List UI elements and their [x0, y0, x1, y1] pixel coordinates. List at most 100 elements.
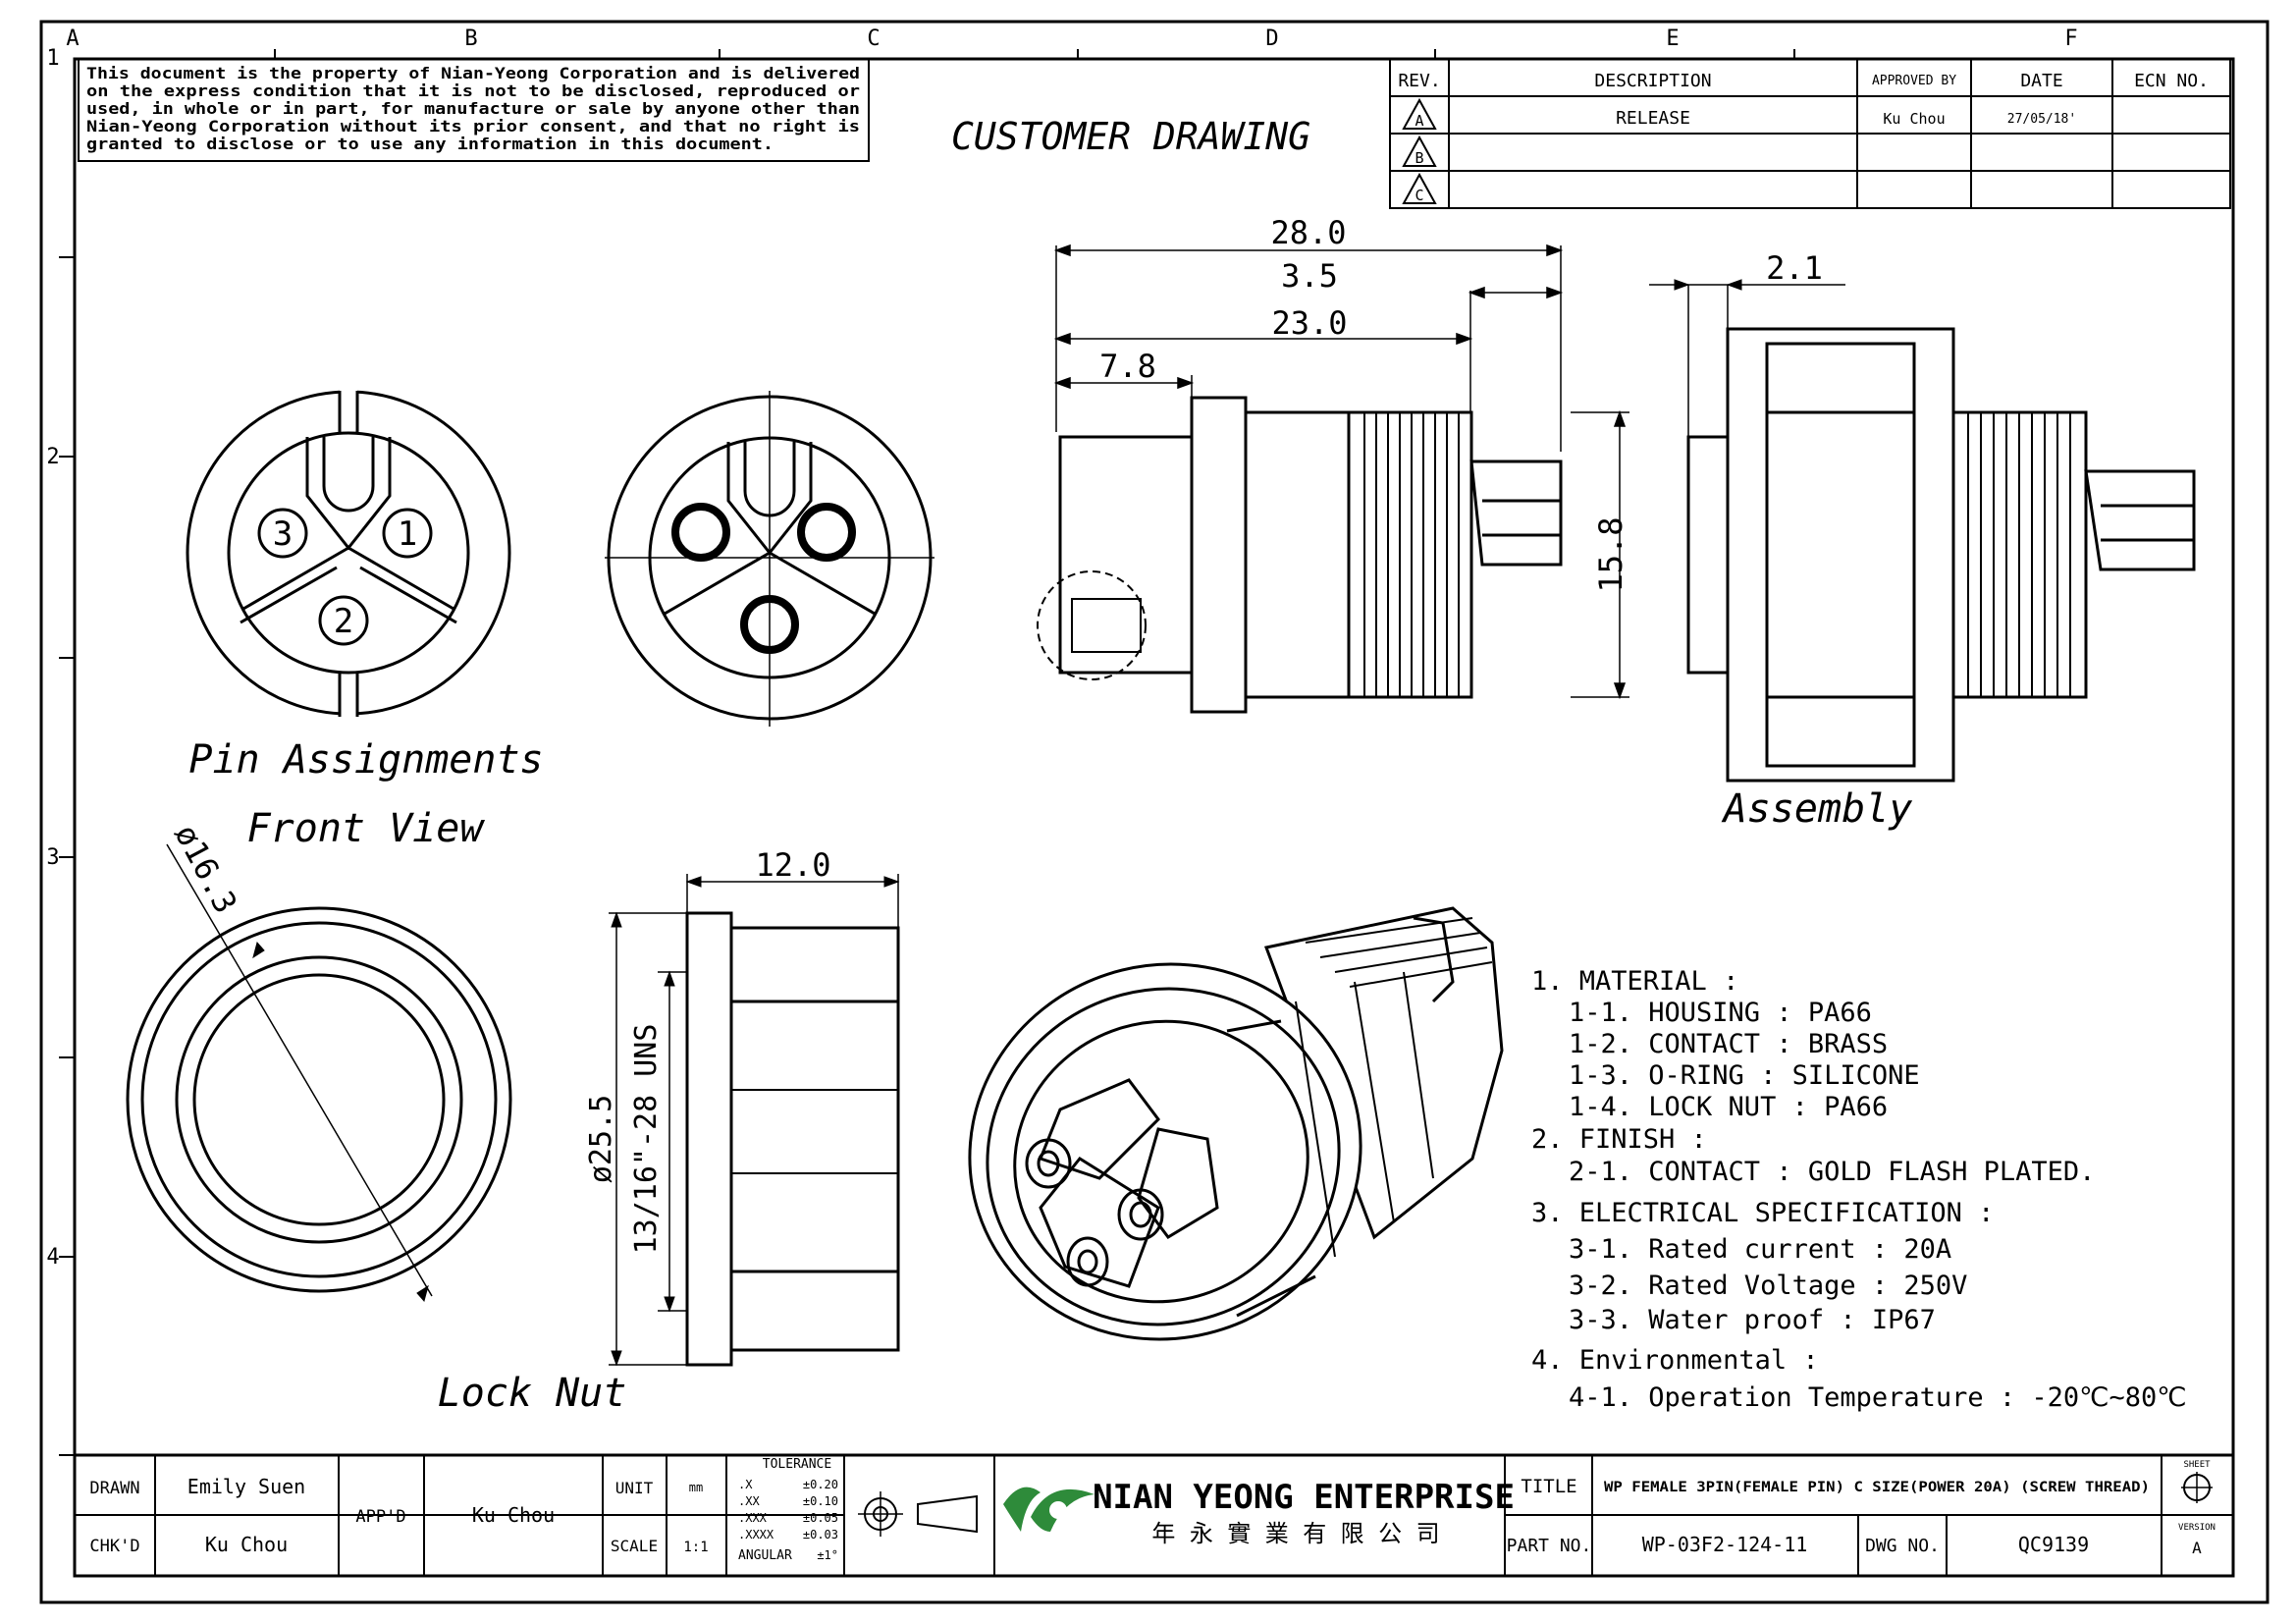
isometric-view	[968, 906, 1504, 1341]
approved-by-header: APPROVED BY	[1872, 74, 1956, 88]
zone-letter-d: D	[1265, 27, 1278, 51]
zone-number-3: 3	[46, 845, 59, 870]
pin-assignments-view	[186, 389, 511, 719]
version-label: VERSION	[2178, 1523, 2216, 1533]
pin-number-2: 2	[334, 602, 353, 641]
dim-dia-25-5: ø25.5	[584, 1095, 618, 1183]
unit-label: UNIT	[615, 1479, 654, 1497]
zone-letter-a: A	[66, 27, 79, 51]
note-environmental: 4. Environmental :	[1531, 1345, 1819, 1376]
drawing-heading: CUSTOMER DRAWING	[951, 115, 1310, 158]
tolerance-x: .X	[738, 1478, 753, 1491]
confidentiality-notice: This document is the property of Nian-Ye…	[78, 58, 870, 162]
rev-a-description: RELEASE	[1616, 108, 1690, 129]
zone-letter-c: C	[867, 27, 880, 51]
dim-2-1: 2.1	[1766, 249, 1823, 287]
dim-28: 28.0	[1270, 214, 1346, 251]
scale-label: SCALE	[611, 1537, 658, 1555]
tolerance-angular: ANGULAR	[738, 1548, 792, 1563]
part-value: WP-03F2-124-11	[1642, 1533, 1808, 1556]
company-logo	[1003, 1487, 1095, 1532]
tolerance-x-value: ±0.20	[803, 1478, 838, 1491]
assembly-view	[1649, 279, 2196, 783]
date-header: DATE	[2020, 71, 2062, 91]
appd-value: Ku Chou	[472, 1503, 555, 1527]
note-lock-nut: 1-4. LOCK NUT : PA66	[1569, 1092, 1888, 1122]
front-view-label: Front View	[247, 806, 486, 851]
front-view	[605, 391, 934, 727]
notes-block: 1. MATERIAL : 1-1. HOUSING : PA66 1-2. C…	[1531, 966, 2187, 1413]
tolerance-xxxx-value: ±0.03	[803, 1528, 838, 1542]
zone-letter-e: E	[1666, 27, 1679, 51]
dim-3-5: 3.5	[1281, 257, 1338, 295]
description-header: DESCRIPTION	[1594, 71, 1711, 91]
drawn-value: Emily Suen	[187, 1475, 305, 1498]
tolerance-xx: .XX	[738, 1494, 760, 1508]
tolerance-xx-value: ±0.10	[803, 1494, 838, 1508]
pin-number-1: 1	[398, 514, 417, 554]
title-block	[73, 1453, 2235, 1578]
notice-line-1: This document is the property of Nian-Ye…	[86, 64, 860, 82]
drawn-label: DRAWN	[89, 1479, 139, 1498]
note-rated-current: 3-1. Rated current : 20A	[1569, 1234, 1951, 1265]
title-label: TITLE	[1521, 1476, 1576, 1497]
lock-nut-side-view	[609, 874, 900, 1367]
title-value: WP FEMALE 3PIN(FEMALE PIN) C SIZE(POWER …	[1604, 1480, 2150, 1495]
tolerance-angular-value: ±1°	[817, 1548, 838, 1562]
zone-number-2: 2	[46, 445, 59, 469]
zone-letter-f: F	[2064, 27, 2077, 51]
note-material: 1. MATERIAL :	[1531, 966, 1738, 997]
lock-nut-front-view	[126, 843, 512, 1303]
company-name: NIAN YEONG ENTERPRISE	[1093, 1478, 1515, 1517]
note-contact: 1-2. CONTACT : BRASS	[1569, 1029, 1888, 1059]
notice-line-5: granted to disclose or to use any inform…	[86, 135, 774, 153]
side-view	[1037, 396, 1563, 714]
version-value: A	[2192, 1539, 2202, 1557]
chkd-label: CHK'D	[89, 1537, 139, 1556]
rev-a-date: 27/05/18'	[2007, 112, 2076, 127]
pin-number-3: 3	[273, 514, 293, 554]
rev-b-letter: B	[1415, 149, 1423, 167]
scale-value: 1:1	[683, 1540, 708, 1555]
dwg-value: QC9139	[2018, 1533, 2089, 1556]
dim-7-8: 7.8	[1099, 348, 1156, 385]
note-oring: 1-3. O-RING : SILICONE	[1569, 1060, 1920, 1091]
unit-value: mm	[689, 1481, 703, 1494]
tolerance-title: TOLERANCE	[763, 1457, 831, 1472]
dim-23: 23.0	[1271, 304, 1347, 342]
note-operation-temp: 4-1. Operation Temperature : -20℃~80℃	[1569, 1382, 2187, 1413]
notice-line-4: Nian-Yeong Corporation without its prior…	[86, 117, 860, 135]
note-finish-contact: 2-1. CONTACT : GOLD FLASH PLATED.	[1569, 1157, 2095, 1187]
note-rated-voltage: 3-2. Rated Voltage : 250V	[1569, 1271, 1967, 1301]
company-name-cn: 年 永 實 業 有 限 公 司	[1151, 1520, 1439, 1547]
part-label: PART NO.	[1507, 1536, 1592, 1556]
chkd-value: Ku Chou	[205, 1533, 288, 1556]
pin-assignments-label: Pin Assignments	[188, 737, 543, 783]
rev-a-letter: A	[1415, 112, 1423, 130]
tolerance-xxx-value: ±0.05	[803, 1511, 838, 1525]
assembly-label: Assembly	[1721, 786, 1913, 832]
lock-nut-label: Lock Nut	[438, 1371, 627, 1416]
sheet-label: SHEET	[2183, 1460, 2211, 1470]
dim-15-8: 15.8	[1592, 516, 1629, 592]
dim-thread: 13/16"-28 UNS	[629, 1024, 664, 1255]
zone-number-4: 4	[46, 1245, 59, 1270]
zone-number-1: 1	[46, 46, 59, 71]
notice-line-3: used, in whole or in part, for manufactu…	[86, 99, 860, 118]
note-housing: 1-1. HOUSING : PA66	[1569, 998, 1872, 1028]
tolerance-xxxx: .XXXX	[738, 1528, 774, 1542]
note-electrical: 3. ELECTRICAL SPECIFICATION :	[1531, 1198, 1994, 1228]
ecn-header: ECN NO.	[2134, 71, 2209, 91]
note-water-proof: 3-3. Water proof : IP67	[1569, 1305, 1936, 1335]
dim-dia-16-3: ø16.3	[167, 818, 244, 919]
side-view-dimensions	[1053, 243, 1629, 700]
revision-table	[1389, 58, 2231, 209]
notice-line-2: on the express condition that it is not …	[86, 81, 860, 100]
dwg-label: DWG NO.	[1865, 1536, 1940, 1556]
note-finish: 2. FINISH :	[1531, 1124, 1707, 1155]
rev-a-approved-by: Ku Chou	[1883, 110, 1945, 128]
tolerance-xxx: .XXX	[738, 1511, 768, 1525]
dim-12: 12.0	[755, 846, 830, 884]
rev-header: REV.	[1398, 71, 1440, 91]
